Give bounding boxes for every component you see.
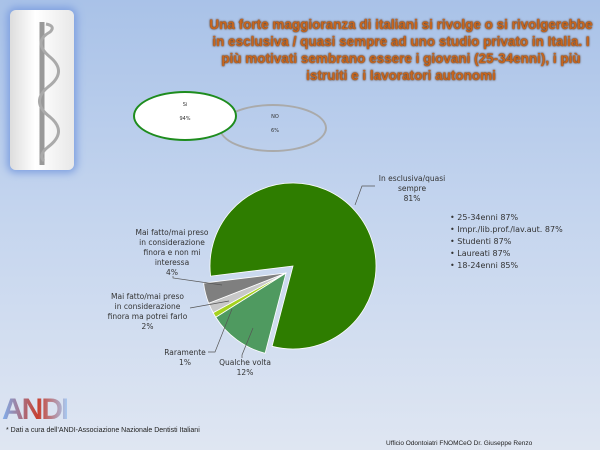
label-value: 2% [141, 322, 154, 331]
label-text: interessa [154, 258, 190, 267]
caduceus-icon [38, 22, 60, 165]
list-item: Studenti 87% [450, 236, 563, 248]
label-raramente: Raramente 1% [160, 348, 210, 368]
caduceus-panel [10, 10, 74, 170]
label-text: Mai fatto/mai preso [111, 292, 184, 301]
label-text: in considerazione [114, 302, 181, 311]
source-note: * Dati a cura dell’ANDI-Associazione Naz… [6, 427, 200, 434]
andi-logo: ANDI [2, 393, 69, 426]
label-text: in considerazione [139, 238, 205, 247]
list-item: 18-24enni 85% [450, 260, 563, 272]
bubble-si-label: Si [182, 102, 188, 108]
label-qualche: Qualche volta 12% [210, 358, 280, 378]
bubble-no-label: NO [271, 114, 279, 120]
label-text: Raramente [164, 348, 206, 357]
highlights-list: 25-34enni 87% Impr./lib.prof./lav.aut. 8… [450, 212, 563, 272]
pie-slice-4 [203, 272, 287, 304]
label-text: finora e non mi [143, 248, 201, 257]
leader-potrei [189, 300, 230, 309]
footer-credit: Ufficio Odontoiatri FNOMCeO Dr. Giuseppe… [386, 440, 533, 447]
bubble-no-value: 6% [271, 128, 279, 134]
leader-raramente [208, 308, 233, 353]
label-value: 12% [236, 368, 254, 377]
leader-main [354, 185, 375, 206]
label-text: finora ma potrei farlo [107, 312, 188, 321]
pie-slice-0 [209, 182, 377, 350]
list-item: Impr./lib.prof./lav.aut. 87% [450, 224, 562, 236]
label-text: In esclusiva/quasi [378, 174, 446, 183]
label-value: 4% [166, 268, 178, 277]
slide-title: Una forte maggioranza di italiani si riv… [209, 17, 593, 83]
label-text: sempre [397, 184, 427, 193]
leader-interessa [172, 276, 223, 286]
list-item: 25-34enni 87% [450, 212, 563, 224]
label-potrei: Mai fatto/mai preso in considerazione fi… [100, 292, 195, 332]
label-text: Mai fatto/mai preso [135, 228, 209, 237]
pie-slice-1 [215, 272, 287, 354]
label-text: Qualche volta [219, 358, 271, 367]
label-interessa: Mai fatto/mai preso in considerazione fi… [127, 228, 217, 278]
label-value: 1% [179, 358, 191, 367]
list-item: Laureati 87% [450, 248, 563, 260]
bubble-si-value: 94% [179, 116, 191, 122]
label-value: 81% [403, 194, 421, 203]
bubble-si: Si 94% [133, 91, 237, 141]
leader-qualche [241, 327, 254, 358]
label-main: In esclusiva/quasi sempre 81% [372, 174, 452, 204]
